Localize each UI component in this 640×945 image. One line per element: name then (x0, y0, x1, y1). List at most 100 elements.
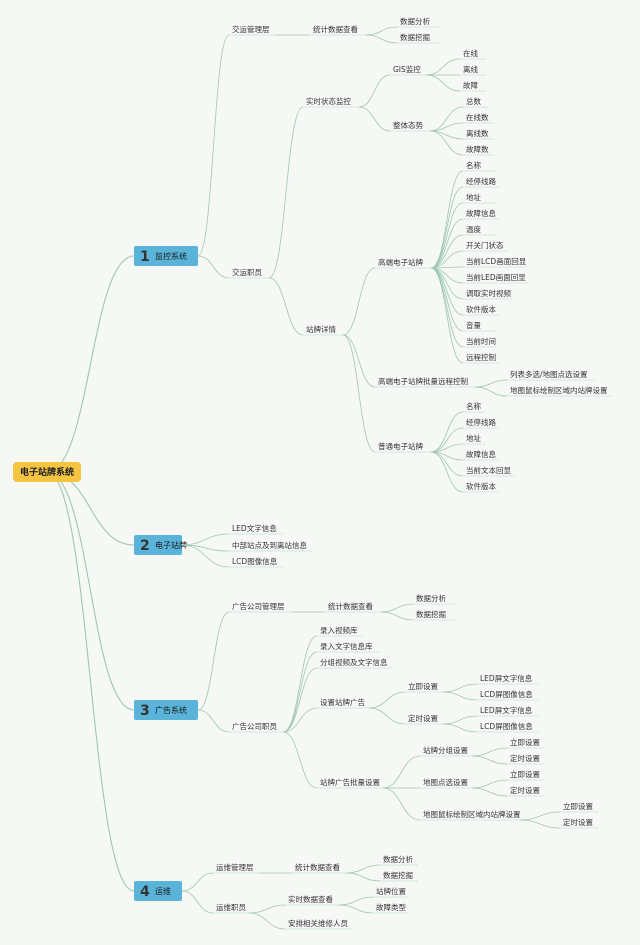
topic-node: 运维职员 (216, 902, 246, 912)
connector-line (358, 74, 391, 108)
connector-line (368, 691, 406, 709)
connector-line (442, 715, 478, 725)
connector-line (282, 651, 318, 733)
connector-line (380, 611, 414, 621)
topic-node: 站牌分组设置 (423, 745, 468, 755)
topic-node: 实时状态监控 (306, 96, 351, 106)
leaf-node: 故障类型 (376, 902, 406, 912)
topic-node: 交运管理层 (232, 24, 270, 34)
main-branch-label: 运维 (155, 886, 171, 896)
main-branch-label: 广告系统 (155, 705, 187, 715)
leaf-node: 当前LED画面回显 (466, 272, 526, 282)
leaf-node: 故障数 (466, 144, 489, 154)
topic-node: 高端电子站牌批量远程控制 (378, 376, 468, 386)
connector-line (342, 334, 376, 388)
topic-node: 地图点选设置 (423, 777, 468, 787)
leaf-node: 定时设置 (510, 753, 540, 763)
topic-node: 广告公司职员 (232, 721, 277, 731)
topic-node: 整体态势 (393, 120, 423, 130)
connector-line (46, 471, 135, 546)
connector-line (268, 106, 304, 279)
main-branch-3[interactable]: 3 广告系统 (134, 700, 198, 720)
connector-line (197, 709, 230, 733)
topic-node: 实时数据查看 (288, 894, 333, 904)
connector-line (46, 471, 135, 711)
topic-node: 交运职员 (232, 267, 262, 277)
connector-line (248, 904, 286, 914)
leaf-node: LCD屏图像信息 (480, 721, 533, 731)
leaf-node: 名称 (466, 401, 481, 411)
topic-node: 立即设置 (408, 681, 438, 691)
leaf-node: LCD图像信息 (232, 556, 278, 566)
branch-number: 3 (140, 703, 150, 719)
connector-line (342, 267, 376, 336)
leaf-node: 总数 (466, 96, 481, 106)
leaf-node: 立即设置 (510, 737, 540, 747)
leaf-node: 故障 (463, 80, 478, 90)
topic-node: 设置站牌广告 (320, 697, 365, 707)
connector-line (430, 411, 464, 453)
leaf-node: 地图鼠标绘制区域内站牌设置 (510, 385, 608, 395)
main-branch-label: 电子站牌 (155, 540, 187, 550)
connector-line (181, 890, 214, 914)
connector-line (429, 130, 464, 156)
topic-node: 统计数据查看 (313, 24, 358, 34)
main-branch-box (134, 881, 182, 901)
connector-line (345, 872, 381, 882)
connector-line (429, 122, 464, 132)
topic-node: 站牌广告批量设置 (320, 777, 380, 787)
connector-line (442, 691, 478, 701)
leaf-node: 数据挖掘 (416, 609, 446, 619)
leaf-node: 中部站点及到离站信息 (232, 540, 307, 550)
connector-line (519, 811, 561, 821)
connector-line (430, 234, 464, 269)
connector-line (442, 683, 478, 693)
connector-line (519, 819, 561, 829)
connector-line (181, 544, 230, 568)
connector-line (430, 202, 464, 269)
leaf-node: 名称 (466, 160, 481, 170)
connector-line (46, 255, 135, 473)
connector-line (282, 731, 318, 789)
leaf-node: 经停线路 (466, 417, 496, 427)
main-branch-box (134, 246, 198, 266)
connector-line (430, 170, 464, 269)
connector-line (430, 218, 464, 269)
leaf-node: 当前时间 (466, 336, 496, 346)
connector-line (430, 267, 464, 348)
leaf-node: 数据挖掘 (383, 870, 413, 880)
leaf-node: 地址 (466, 433, 481, 443)
leaf-node: 开关门状态 (466, 240, 504, 250)
leaf-node: 立即设置 (563, 801, 593, 811)
leaf-node: 故障信息 (466, 449, 496, 459)
topic-node: 运维管理层 (216, 862, 254, 872)
leaf-node: 定时设置 (510, 785, 540, 795)
connector-line (282, 635, 318, 733)
leaf-node: 数据分析 (416, 593, 446, 603)
connector-line (338, 904, 374, 914)
connector-line (430, 267, 464, 332)
leaf-node: 数据分析 (383, 854, 413, 864)
connector-line (430, 451, 464, 493)
connector-line (430, 443, 464, 453)
connector-line (46, 471, 135, 892)
root-node[interactable]: 电子站牌系统 (13, 462, 81, 482)
leaf-node: 录入视频库 (320, 625, 358, 635)
branch-number: 1 (140, 249, 150, 265)
leaf-node: 离线 (463, 64, 478, 74)
leaf-node: 录入文字信息库 (320, 641, 373, 651)
leaf-node: LED屏文字信息 (480, 673, 533, 683)
root-label: 电子站牌系统 (20, 466, 74, 478)
topic-node: 地图鼠标绘制区域内站牌设置 (423, 809, 521, 819)
connector-line (248, 912, 286, 930)
connector-line (338, 896, 374, 906)
connector-line (430, 186, 464, 269)
connector-line (358, 106, 391, 132)
leaf-node: 分组视频及文字信息 (320, 657, 388, 667)
connector-line (365, 26, 398, 36)
leaf-node: 软件版本 (466, 304, 496, 314)
connector-line (430, 267, 464, 364)
